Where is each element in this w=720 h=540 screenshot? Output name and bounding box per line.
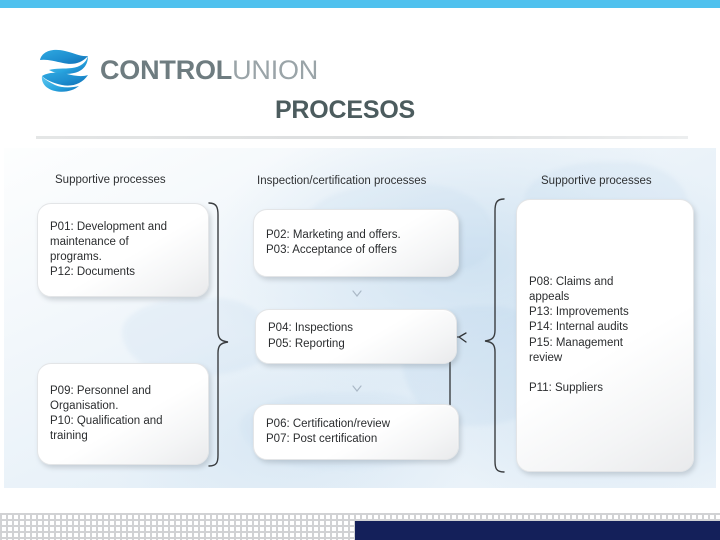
chevron-down-icon: [352, 290, 362, 297]
process-box-left-bottom[interactable]: P09: Personnel and Organisation. P10: Qu…: [37, 363, 209, 465]
process-box-text: P02: Marketing and offers. P03: Acceptan…: [266, 228, 401, 256]
process-box-text: P06: Certification/review P07: Post cert…: [266, 417, 390, 445]
control-union-swoosh-icon: [40, 49, 88, 92]
column-caption-middle: Inspection/certification processes: [257, 175, 427, 187]
process-box-text: P08: Claims and appeals P13: Improvement…: [529, 275, 629, 395]
process-box-text: P01: Development and maintenance of prog…: [50, 220, 167, 279]
brand-wordmark-bold: CONTROL: [100, 54, 233, 85]
process-box-middle-bottom[interactable]: P06: Certification/review P07: Post cert…: [253, 404, 459, 460]
title-divider: [36, 136, 688, 139]
process-box-text: P09: Personnel and Organisation. P10: Qu…: [50, 384, 163, 443]
slide-header: CONTROLUNION PROCESOS: [0, 8, 720, 139]
page-title: PROCESOS: [274, 96, 416, 124]
chevron-down-icon: [352, 385, 362, 392]
process-diagram: Supportive processes Inspection/certific…: [4, 148, 716, 488]
footer-accent-bar: [355, 521, 720, 540]
process-box-right-main[interactable]: P08: Claims and appeals P13: Improvement…: [516, 199, 694, 472]
column-caption-right: Supportive processes: [541, 175, 652, 187]
brand-logo: CONTROLUNION: [36, 46, 318, 94]
column-caption-left: Supportive processes: [55, 174, 166, 186]
process-box-text: P04: Inspections P05: Reporting: [268, 322, 354, 350]
process-box-middle-top[interactable]: P02: Marketing and offers. P03: Acceptan…: [253, 209, 459, 277]
top-accent-bar: [0, 0, 720, 8]
process-box-left-top[interactable]: P01: Development and maintenance of prog…: [37, 203, 209, 297]
brand-wordmark: CONTROLUNION: [100, 54, 319, 85]
process-box-middle-center[interactable]: P04: Inspections P05: Reporting: [255, 309, 457, 364]
brand-wordmark-light: UNION: [232, 54, 319, 85]
